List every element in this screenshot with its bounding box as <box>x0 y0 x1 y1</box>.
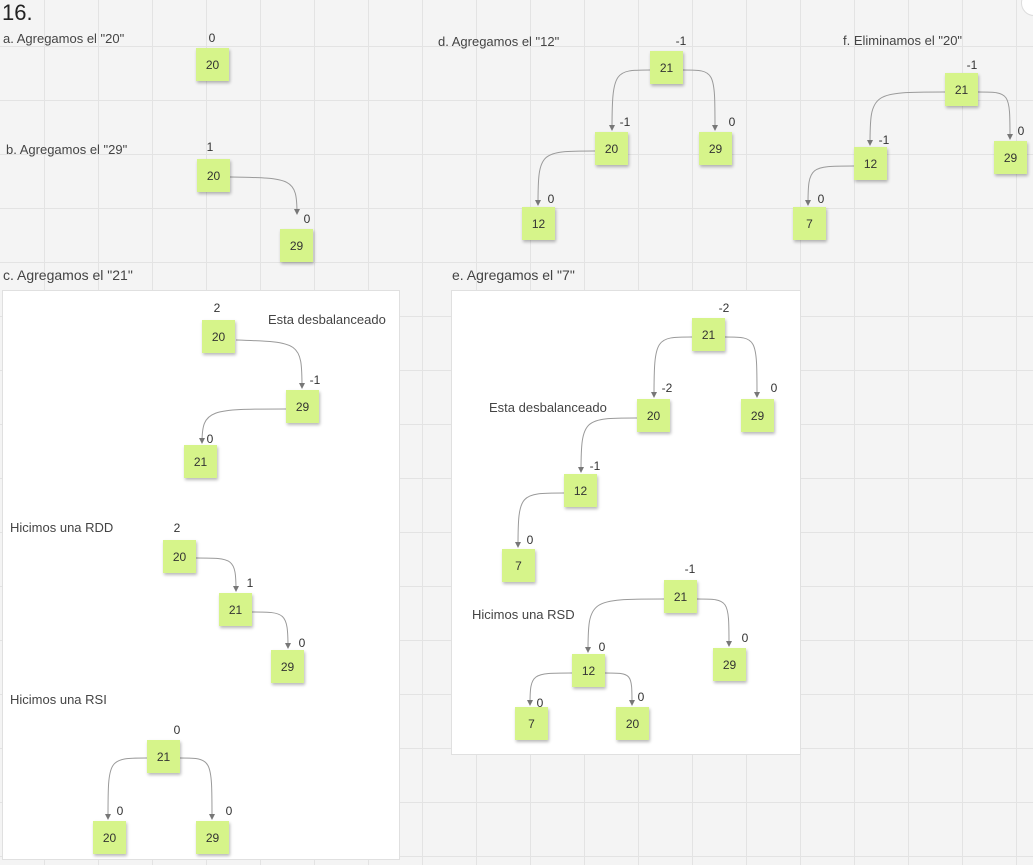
note-rsi: Hicimos una RSI <box>10 692 107 707</box>
frame-e[interactable] <box>451 290 801 755</box>
tree-node[interactable]: 20 <box>595 132 628 165</box>
caption-d: d. Agregamos el "12" <box>438 34 560 49</box>
tree-node[interactable]: 20 <box>197 159 230 192</box>
balance-factor: -1 <box>309 373 321 387</box>
tree-node[interactable]: 7 <box>502 549 535 582</box>
balance-factor: 0 <box>298 636 306 650</box>
tree-node[interactable]: 20 <box>93 821 126 854</box>
frame-c[interactable] <box>2 290 400 860</box>
tree-node[interactable]: 29 <box>271 650 304 683</box>
caption-a: a. Agregamos el "20" <box>3 31 125 46</box>
balance-factor: 0 <box>1017 124 1025 138</box>
caption-b: b. Agregamos el "29" <box>6 142 128 157</box>
balance-factor: -2 <box>718 301 730 315</box>
balance-factor: 0 <box>637 690 645 704</box>
tree-node[interactable]: 21 <box>945 73 978 106</box>
note-rsd: Hicimos una RSD <box>472 607 575 622</box>
balance-factor: 0 <box>173 723 181 737</box>
tree-edge <box>682 69 718 131</box>
tree-node[interactable]: 12 <box>572 654 605 687</box>
caption-f: f. Eliminamos el "20" <box>843 33 963 48</box>
balance-factor: -1 <box>619 115 631 129</box>
balance-factor: 0 <box>728 115 736 129</box>
balance-factor: 2 <box>213 301 221 315</box>
tree-node[interactable]: 21 <box>219 593 252 626</box>
tree-node[interactable]: 21 <box>664 580 697 613</box>
tree-node[interactable]: 21 <box>650 51 683 84</box>
tree-node[interactable]: 12 <box>854 147 887 180</box>
tree-node[interactable]: 12 <box>564 474 597 507</box>
tree-node[interactable]: 21 <box>147 740 180 773</box>
tree-node[interactable]: 20 <box>163 540 196 573</box>
balance-factor: 0 <box>225 804 233 818</box>
balance-factor: -1 <box>675 34 687 48</box>
tree-node[interactable]: 29 <box>286 390 319 423</box>
tree-node[interactable]: 29 <box>280 229 313 262</box>
tree-node[interactable]: 20 <box>637 399 670 432</box>
balance-factor: 1 <box>206 140 214 154</box>
tree-edge <box>229 176 300 215</box>
tree-edge <box>535 150 596 206</box>
balance-factor: -1 <box>684 562 696 576</box>
balance-factor: 0 <box>770 381 778 395</box>
tree-edge <box>977 91 1013 140</box>
balance-factor: 0 <box>526 533 534 547</box>
tree-node[interactable]: 29 <box>196 821 229 854</box>
zoom-control-icon[interactable] <box>1021 0 1033 16</box>
balance-factor: 0 <box>817 192 825 206</box>
note-unbalanced-c: Esta desbalanceado <box>268 312 386 327</box>
balance-factor: -2 <box>661 381 673 395</box>
tree-edge <box>805 165 855 206</box>
tree-node[interactable]: 29 <box>994 141 1027 174</box>
tree-node[interactable]: 21 <box>692 318 725 351</box>
tree-node[interactable]: 29 <box>699 132 732 165</box>
balance-factor: 0 <box>741 631 749 645</box>
balance-factor: -1 <box>966 58 978 72</box>
tree-node[interactable]: 29 <box>713 648 746 681</box>
balance-factor: 0 <box>547 192 555 206</box>
tree-node[interactable]: 21 <box>184 445 217 478</box>
balance-factor: 0 <box>536 696 544 710</box>
balance-factor: 0 <box>598 640 606 654</box>
balance-factor: 2 <box>173 521 181 535</box>
tree-node[interactable]: 7 <box>515 707 548 740</box>
balance-factor: -1 <box>589 459 601 473</box>
note-rdd: Hicimos una RDD <box>10 520 114 535</box>
tree-node[interactable]: 29 <box>741 399 774 432</box>
balance-factor: 0 <box>206 432 214 446</box>
tree-node[interactable]: 20 <box>616 707 649 740</box>
tree-node[interactable]: 20 <box>196 48 229 81</box>
tree-node[interactable]: 12 <box>522 207 555 240</box>
tree-edge <box>609 69 651 131</box>
balance-factor: 0 <box>116 804 124 818</box>
board-title: 16. <box>2 0 33 25</box>
caption-e: e. Agregamos el "7" <box>452 267 575 283</box>
caption-c: c. Agregamos el "21" <box>3 267 133 283</box>
balance-factor: 1 <box>246 576 254 590</box>
balance-factor: 0 <box>303 212 311 226</box>
tree-node[interactable]: 20 <box>202 320 235 353</box>
tree-node[interactable]: 7 <box>793 207 826 240</box>
note-unbalanced-e: Esta desbalanceado <box>489 400 607 415</box>
balance-factor: 0 <box>208 31 216 45</box>
balance-factor: -1 <box>878 133 890 147</box>
